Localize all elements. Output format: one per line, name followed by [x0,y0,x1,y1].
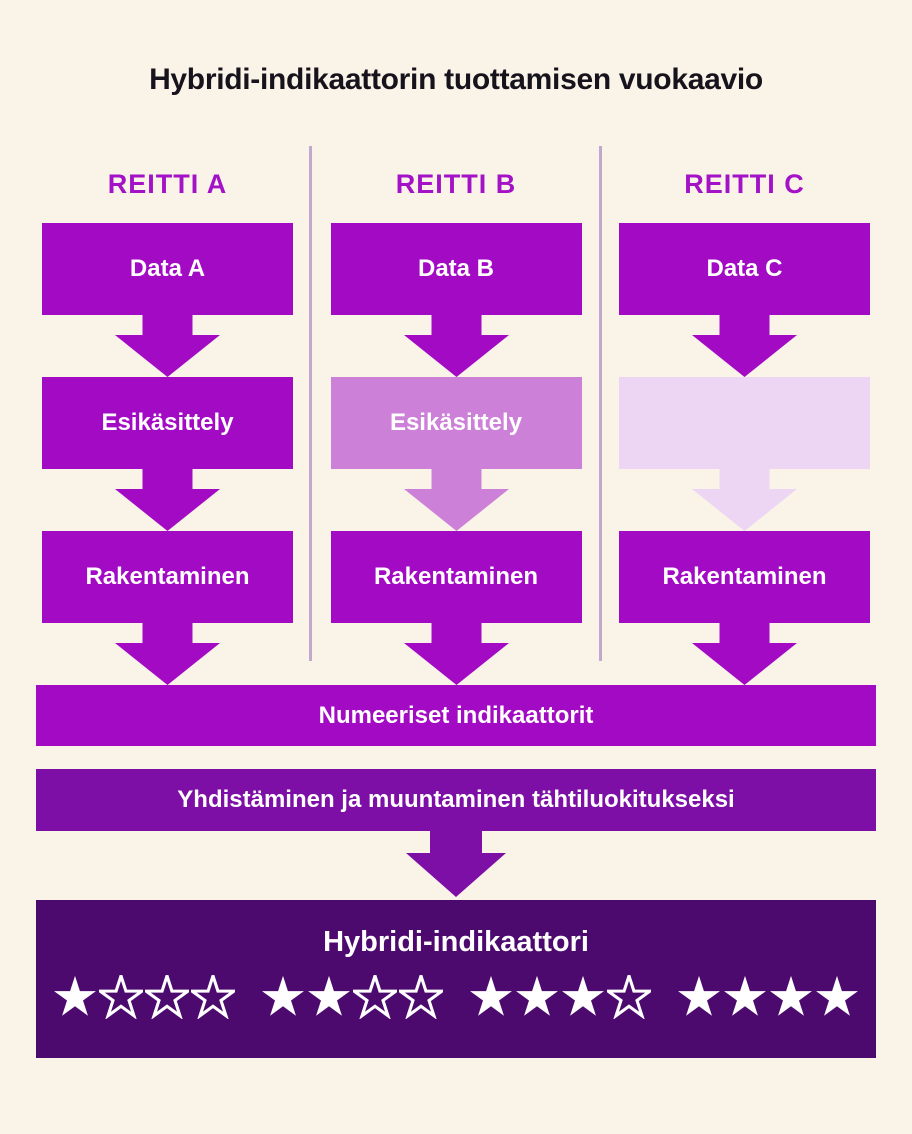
star-icon [470,975,512,1016]
down-arrow-icon [403,315,509,377]
merge-arrow-icon [0,831,912,897]
star-rating-group-4 [677,975,859,1019]
star-icon [562,975,604,1016]
step-box-c-3: Rakentaminen [619,531,870,623]
down-arrow-icon [403,469,509,531]
star-icon [724,975,766,1016]
star-icon [816,975,858,1016]
star-icon [516,975,558,1016]
step-box-b-1: Data B [330,223,582,315]
step-box-a-3: Rakentaminen [42,531,293,623]
down-arrow-icon [115,469,220,531]
star-icon [678,975,720,1016]
band-combination-label: Yhdistäminen ja muuntaminen tähtiluokitu… [177,786,735,813]
down-arrow-icon [115,623,220,685]
step-box-c-2 [619,377,870,469]
route-heading-c: REITTI C [684,169,805,199]
star-icon [262,975,304,1016]
hybrid-indicator-box: Hybridi-indikaattori [36,900,876,1058]
down-arrow-icon [403,623,509,685]
star-rating-group-3 [469,975,651,1019]
down-arrow-icon [115,315,220,377]
hybrid-indicator-title: Hybridi-indikaattori [323,926,589,958]
down-arrow-icon [692,315,797,377]
step-box-b-2: Esikäsittely [330,377,582,469]
down-arrow-icon [692,623,797,685]
step-box-b-3: Rakentaminen [330,531,582,623]
star-icon [191,975,235,1019]
star-icon [99,975,143,1019]
star-icon [770,975,812,1016]
star-ratings-row [36,975,876,1019]
route-heading-a: REITTI A [107,169,228,199]
page-title: Hybridi-indikaattorin tuottamisen vuokaa… [149,63,763,96]
down-arrow-icon [692,469,797,531]
star-rating-group-1 [53,975,235,1019]
band-numeric-indicators: Numeeriset indikaattorit [36,685,876,746]
star-icon [145,975,189,1019]
column-divider [309,146,312,661]
star-icon [607,975,651,1019]
step-box-a-2: Esikäsittely [42,377,293,469]
route-column-c: REITTI C Data C Rakentaminen [619,146,870,685]
step-box-c-1: Data C [619,223,870,315]
column-divider [599,146,602,661]
route-heading-b: REITTI B [395,169,517,199]
band-numeric-label: Numeeriset indikaattorit [318,701,594,729]
star-icon [308,975,350,1016]
star-icon [399,975,443,1019]
step-box-a-1: Data A [42,223,293,315]
band-combination: Yhdistäminen ja muuntaminen tähtiluokitu… [36,769,876,831]
star-rating-group-2 [261,975,443,1019]
star-icon [353,975,397,1019]
star-icon [54,975,96,1016]
